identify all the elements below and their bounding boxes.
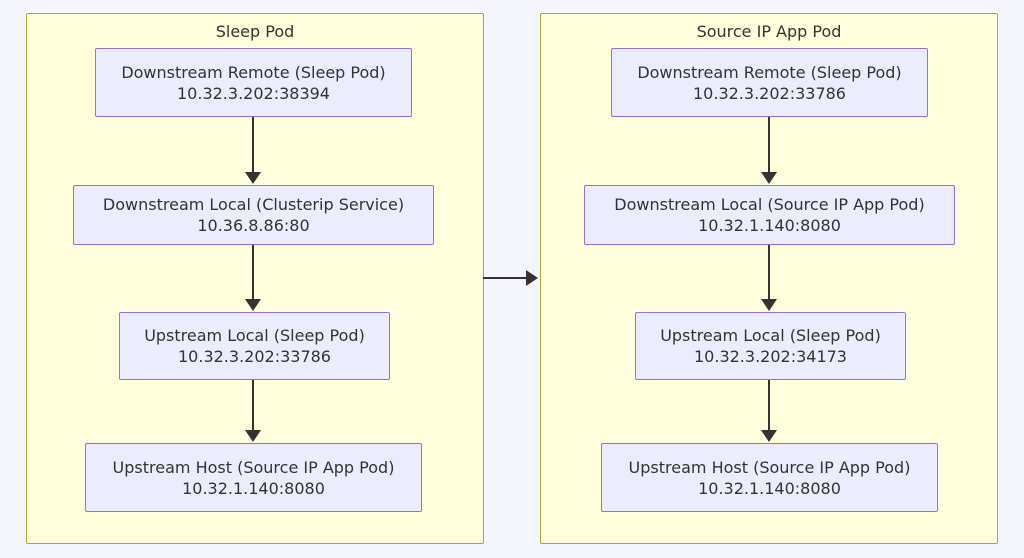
- edge-left-2-to-3-arrowhead: [245, 299, 261, 311]
- node-label-line1: Downstream Remote (Sleep Pod): [121, 62, 386, 82]
- node-label-line1: Downstream Remote (Sleep Pod): [637, 62, 902, 82]
- node-right-upstream-host[interactable]: Upstream Host (Source IP App Pod) 10.32.…: [601, 443, 938, 512]
- node-left-downstream-remote[interactable]: Downstream Remote (Sleep Pod) 10.32.3.20…: [95, 48, 412, 117]
- edge-left-2-to-3: [252, 245, 254, 300]
- node-label-line2: 10.36.8.86:80: [197, 216, 310, 235]
- edge-cluster-to-cluster-arrowhead: [526, 270, 538, 286]
- node-label-line1: Upstream Host (Source IP App Pod): [628, 457, 911, 477]
- cluster-title-source-ip-app-pod: Source IP App Pod: [696, 22, 842, 41]
- node-label-line2: 10.32.3.202:33786: [178, 347, 331, 366]
- node-label-line1: Upstream Host (Source IP App Pod): [112, 457, 395, 477]
- node-label-line1: Upstream Local (Sleep Pod): [660, 326, 881, 345]
- node-label-line2: 10.32.3.202:38394: [177, 83, 330, 103]
- node-label-line2: 10.32.3.202:34173: [694, 347, 847, 366]
- edge-right-3-to-4-arrowhead: [761, 430, 777, 442]
- edge-left-3-to-4-arrowhead: [245, 430, 261, 442]
- edge-right-3-to-4: [768, 380, 770, 431]
- node-label-line1: Downstream Local (Source IP App Pod): [614, 195, 925, 214]
- edge-right-1-to-2-arrowhead: [761, 172, 777, 184]
- cluster-title-sleep-pod: Sleep Pod: [215, 22, 295, 41]
- node-label-line1: Downstream Local (Clusterip Service): [102, 195, 405, 214]
- node-label-line2: 10.32.1.140:8080: [182, 478, 325, 498]
- edge-left-1-to-2-arrowhead: [245, 172, 261, 184]
- node-label-line1: Upstream Local (Sleep Pod): [144, 326, 365, 345]
- edge-right-1-to-2: [768, 117, 770, 173]
- node-left-upstream-local[interactable]: Upstream Local (Sleep Pod) 10.32.3.202:3…: [119, 312, 390, 380]
- node-label-line2: 10.32.3.202:33786: [693, 83, 846, 103]
- node-left-downstream-local[interactable]: Downstream Local (Clusterip Service) 10.…: [73, 185, 434, 245]
- edge-left-3-to-4: [252, 380, 254, 431]
- edge-left-1-to-2: [252, 117, 254, 173]
- edge-cluster-to-cluster: [483, 277, 527, 279]
- node-label-line2: 10.32.1.140:8080: [698, 478, 841, 498]
- node-left-upstream-host[interactable]: Upstream Host (Source IP App Pod) 10.32.…: [85, 443, 422, 512]
- node-right-upstream-local[interactable]: Upstream Local (Sleep Pod) 10.32.3.202:3…: [635, 312, 906, 380]
- edge-right-2-to-3-arrowhead: [761, 299, 777, 311]
- node-right-downstream-remote[interactable]: Downstream Remote (Sleep Pod) 10.32.3.20…: [611, 48, 928, 117]
- node-label-line2: 10.32.1.140:8080: [698, 216, 841, 235]
- edge-right-2-to-3: [768, 245, 770, 300]
- node-right-downstream-local[interactable]: Downstream Local (Source IP App Pod) 10.…: [584, 185, 955, 245]
